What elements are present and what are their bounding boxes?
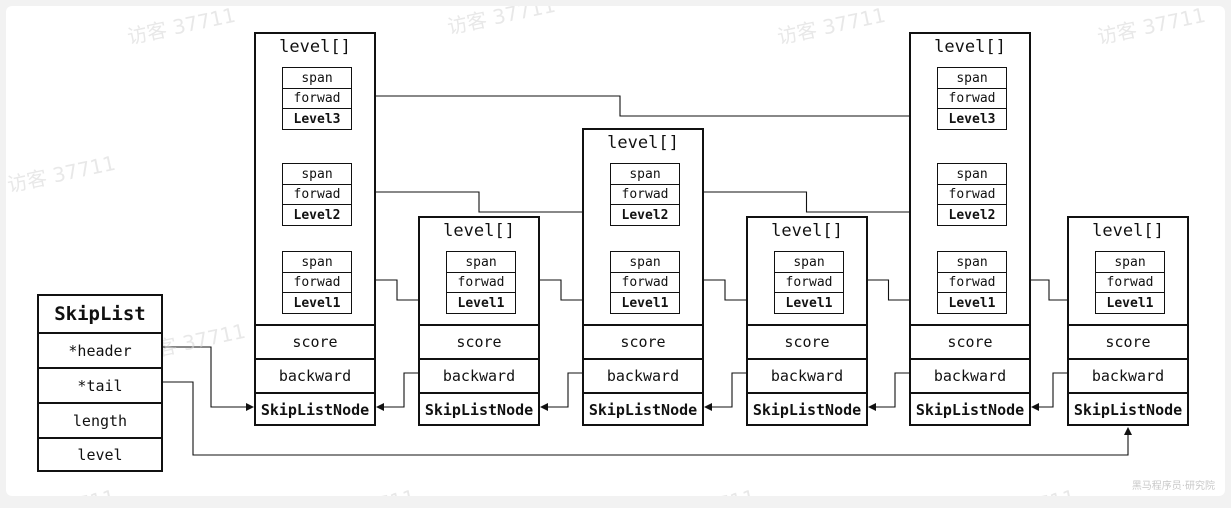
skiplist-field-tail: *tail: [39, 367, 161, 402]
level-label-cell: Level1: [446, 292, 516, 314]
watermark-text: 访客 37711: [304, 481, 418, 496]
forward-cell: forwad: [610, 183, 680, 206]
level-label-cell: Level2: [610, 204, 680, 226]
level-label-cell: Level1: [937, 292, 1007, 314]
score-row: score: [911, 324, 1029, 358]
forward-arrow-level2: [350, 191, 608, 216]
watermark-text: 访客 37711: [445, 6, 558, 40]
score-row: score: [420, 324, 538, 358]
forward-cell: forwad: [282, 271, 352, 294]
watermark-text: 访客 37711: [125, 6, 238, 50]
level-label-cell: Level2: [282, 204, 352, 226]
watermark-text: 访客 37711: [1095, 6, 1208, 50]
level-label-cell: Level3: [282, 108, 352, 130]
backward-arrow: [1031, 372, 1067, 411]
watermark-text: 访客 37711: [964, 481, 1078, 496]
level-array-title: level[]: [279, 37, 351, 57]
forward-arrow-level2: [678, 191, 935, 216]
score-row: score: [584, 324, 702, 358]
level-label-cell: Level1: [282, 292, 352, 314]
span-cell: span: [282, 67, 352, 89]
span-cell: span: [610, 163, 680, 185]
span-cell: span: [446, 251, 516, 273]
node-name-row: SkipListNode: [584, 392, 702, 426]
forward-cell: forwad: [937, 271, 1007, 294]
forward-cell: forwad: [446, 271, 516, 294]
node-name-row: SkipListNode: [1069, 392, 1187, 426]
level-label-cell: Level2: [937, 204, 1007, 226]
score-row: score: [256, 324, 374, 358]
level-array-title: level[]: [934, 37, 1006, 57]
span-cell: span: [937, 163, 1007, 185]
score-row: score: [748, 324, 866, 358]
watermark-text: 访客 37711: [6, 150, 118, 198]
span-cell: span: [282, 163, 352, 185]
watermark-text: 访客 37711: [775, 6, 888, 50]
credit-text: 黑马程序员·研究院: [1131, 481, 1215, 492]
skiplist-field-header: *header: [39, 332, 161, 367]
skiplist-field-level: level: [39, 437, 161, 470]
skiplist-struct: SkipList *header *tail length level: [37, 294, 163, 472]
backward-row: backward: [748, 358, 866, 392]
forward-arrow-level3: [350, 95, 935, 120]
span-cell: span: [282, 251, 352, 273]
span-cell: span: [610, 251, 680, 273]
node-name-row: SkipListNode: [748, 392, 866, 426]
skiplist-diagram: 访客 37711 访客 37711 访客 37711 访客 37711 访客 37711…: [6, 6, 1225, 496]
backward-row: backward: [911, 358, 1029, 392]
forward-cell: forwad: [774, 271, 844, 294]
forward-cell: forwad: [1095, 271, 1165, 294]
backward-row: backward: [420, 358, 538, 392]
level-array-title: level[]: [1092, 221, 1164, 241]
watermark-text: 访客 37711: [6, 481, 118, 496]
backward-row: backward: [256, 358, 374, 392]
watermark-text: 访客 37711: [644, 481, 758, 496]
level-label-cell: Level1: [1095, 292, 1165, 314]
span-cell: span: [937, 67, 1007, 89]
level-array-title: level[]: [607, 133, 679, 153]
backward-arrow: [540, 372, 582, 411]
forward-cell: forwad: [282, 87, 352, 110]
span-cell: span: [937, 251, 1007, 273]
forward-cell: forwad: [282, 183, 352, 206]
skiplist-field-length: length: [39, 402, 161, 437]
node-name-row: SkipListNode: [911, 392, 1029, 426]
level-array-title: level[]: [443, 221, 515, 241]
node-name-row: SkipListNode: [420, 392, 538, 426]
level-label-cell: Level1: [774, 292, 844, 314]
node-name-row: SkipListNode: [256, 392, 374, 426]
backward-row: backward: [584, 358, 702, 392]
backward-arrow: [704, 372, 746, 411]
level-label-cell: Level3: [937, 108, 1007, 130]
level-label-cell: Level1: [610, 292, 680, 314]
backward-row: backward: [1069, 358, 1187, 392]
forward-cell: forwad: [937, 87, 1007, 110]
span-cell: span: [774, 251, 844, 273]
backward-arrow: [868, 372, 909, 411]
forward-cell: forwad: [610, 271, 680, 294]
backward-arrow: [376, 372, 418, 411]
span-cell: span: [1095, 251, 1165, 273]
forward-cell: forwad: [937, 183, 1007, 206]
level-array-title: level[]: [771, 221, 843, 241]
score-row: score: [1069, 324, 1187, 358]
skiplist-title: SkipList: [54, 303, 146, 325]
